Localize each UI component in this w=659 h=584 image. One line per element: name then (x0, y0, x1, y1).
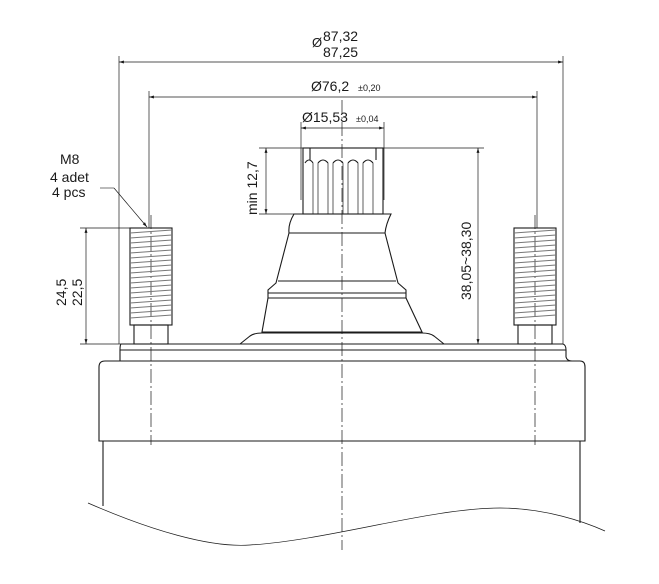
svg-text:M8: M8 (60, 151, 80, 167)
svg-text:Ø15,53: Ø15,53 (302, 109, 348, 125)
svg-text:Ø76,2: Ø76,2 (311, 78, 349, 94)
shaft-diameter-dimension: Ø15,53 ±0,04 (300, 109, 385, 200)
break-line (87, 502, 606, 546)
stud-callout: M8 4 adet 4 pcs (50, 151, 148, 228)
stud-left (129, 227, 173, 345)
svg-text:min 12,7: min 12,7 (244, 161, 260, 215)
svg-text:38,05~38,30: 38,05~38,30 (458, 222, 474, 300)
hub-cone (239, 213, 445, 345)
svg-text:22,5: 22,5 (69, 279, 85, 306)
svg-text:Ø: Ø (312, 35, 322, 50)
svg-text:87,25: 87,25 (323, 44, 358, 60)
mounting-flange (87, 343, 606, 546)
spline-shaft (302, 147, 384, 215)
outer-diameter-dimension: Ø 87,32 87,25 (118, 28, 564, 344)
svg-text:±0,04: ±0,04 (356, 114, 378, 124)
bolt-circle-dimension: Ø76,2 ±0,20 (148, 78, 538, 228)
shaft-height-dimension: 38,05~38,30 (383, 147, 484, 344)
svg-text:±0,20: ±0,20 (358, 83, 380, 93)
svg-text:4 pcs: 4 pcs (52, 184, 85, 200)
stud-length-dimension: 24,5 22,5 (53, 227, 134, 345)
spline-length-dimension: min 12,7 (244, 147, 303, 215)
svg-text:87,32: 87,32 (323, 28, 358, 44)
svg-text:24,5: 24,5 (53, 279, 69, 306)
stud-right (513, 227, 557, 345)
svg-text:4 adet: 4 adet (50, 169, 89, 185)
